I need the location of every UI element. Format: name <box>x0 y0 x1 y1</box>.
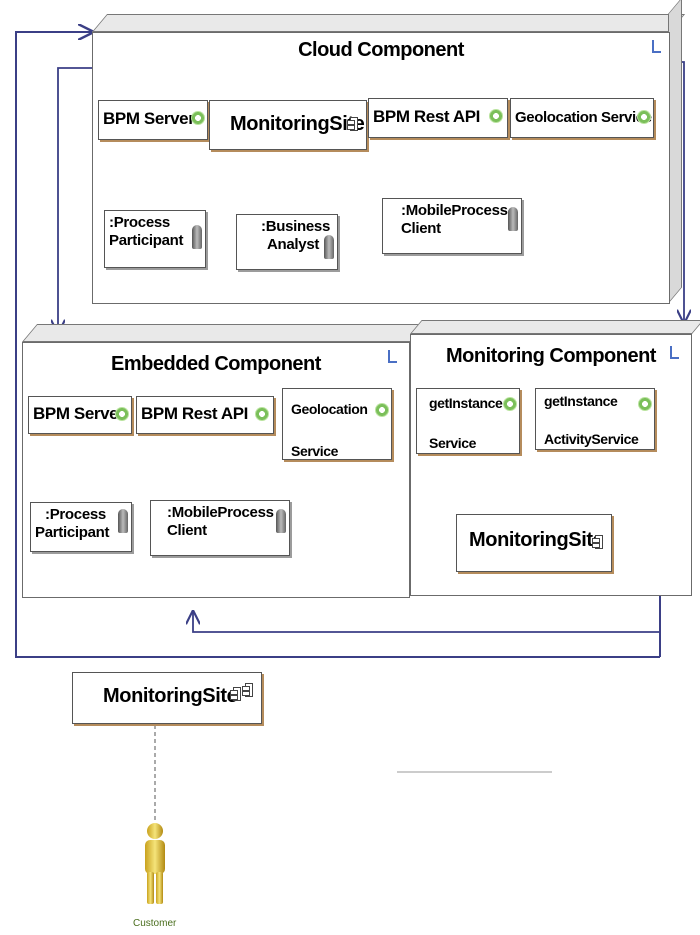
cloud-geolocation-service[interactable]: Geolocation Service <box>510 98 654 138</box>
actor-icon <box>276 509 286 533</box>
cloud-node-top <box>92 14 686 32</box>
embedded-geolocation-service[interactable]: Geolocation Service <box>282 388 392 460</box>
gear-icon <box>255 407 269 421</box>
actor-icon <box>192 225 202 249</box>
cloud-node-side <box>668 0 682 304</box>
embedded-title: Embedded Component <box>111 353 321 375</box>
gear-icon <box>637 110 651 124</box>
gear-icon <box>191 111 205 125</box>
embedded-bpm-server[interactable]: BPM Server <box>28 396 132 434</box>
gear-icon <box>489 109 503 123</box>
component-icon <box>242 683 253 697</box>
customer-label: Customer <box>133 918 177 929</box>
gear-icon <box>638 397 652 411</box>
monitoring-monitoringsite[interactable]: MonitoringSite <box>456 514 612 572</box>
node-icon <box>388 350 397 363</box>
actor-icon <box>324 235 334 259</box>
cloud-title: Cloud Component <box>298 39 464 61</box>
monitoring-title: Monitoring Component <box>446 345 656 367</box>
gear-icon <box>115 407 129 421</box>
component-icon <box>592 535 603 549</box>
embedded-bpm-rest-api[interactable]: BPM Rest API <box>136 396 274 434</box>
cloud-bpm-rest-api[interactable]: BPM Rest API <box>368 98 508 138</box>
wire-monitoring-embedded <box>193 612 660 633</box>
gear-icon <box>503 397 517 411</box>
wire-left-loop <box>15 32 660 658</box>
cloud-bpm-server[interactable]: BPM Server <box>98 100 208 140</box>
gear-icon <box>375 403 389 417</box>
monitoring-node-top <box>410 320 700 334</box>
actor-icon <box>508 207 518 231</box>
embedded-node-top <box>22 324 426 342</box>
component-icon <box>230 687 241 701</box>
embedded-node[interactable]: Embedded Component <box>22 342 410 598</box>
customer-icon[interactable] <box>138 822 172 906</box>
component-icon <box>347 117 358 131</box>
standalone-monitoringsite[interactable]: MonitoringSite <box>72 672 262 724</box>
monitoring-getinstance-activityservice[interactable]: getInstance ActivityService <box>535 388 655 450</box>
node-icon <box>652 40 661 53</box>
wire-cloud-embedded <box>58 67 92 332</box>
node-icon <box>670 346 679 359</box>
cloud-monitoringsite[interactable]: MonitoringSite <box>209 100 367 150</box>
monitoring-getinstance-service[interactable]: getInstance Service <box>416 388 520 454</box>
actor-icon <box>118 509 128 533</box>
